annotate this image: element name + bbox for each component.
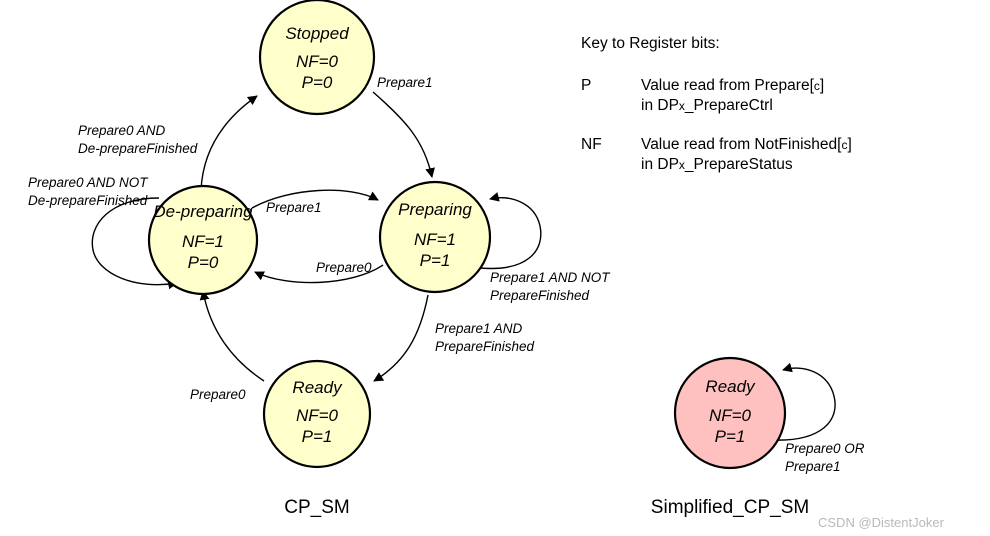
state-stopped-nf: NF=0 — [296, 52, 339, 71]
state-ready-simple-p: P=1 — [715, 427, 746, 446]
key-legend: Key to Register bits: P Value read from … — [581, 35, 852, 173]
state-ready-simple-nf: NF=0 — [709, 406, 752, 425]
state-stopped[interactable]: Stopped NF=0 P=0 — [258, 0, 376, 116]
edge-label-preparing-to-ready-line1: Prepare1 AND — [435, 321, 523, 336]
key-text-p-line2-a: in DP — [641, 97, 679, 114]
state-ready-nf: NF=0 — [296, 406, 339, 425]
key-text-p-line2-b: _PrepareCtrl — [684, 97, 773, 114]
state-preparing[interactable]: Preparing NF=1 P=1 — [378, 180, 492, 294]
watermark: CSDN @DistentJoker — [818, 515, 945, 530]
state-ready-simple-name: Ready — [705, 377, 756, 396]
key-text-nf-line1-b: ] — [847, 136, 851, 153]
state-stopped-circle — [258, 0, 376, 116]
state-de-preparing-name: De-preparing — [153, 202, 253, 221]
transition-depreparing-to-stopped — [200, 95, 258, 191]
simplified-cp-sm-group: Ready NF=0 P=1 Prepare0 OR Prepare1 Simp… — [651, 356, 865, 518]
state-preparing-name: Preparing — [398, 200, 472, 219]
key-text-p-line1-b: ] — [820, 77, 824, 94]
key-text-nf-line2: in DPx_PrepareStatus — [641, 156, 793, 173]
state-de-preparing[interactable]: De-preparing NF=1 P=0 — [147, 184, 259, 296]
state-de-preparing-p: P=0 — [188, 253, 219, 272]
transition-depreparing-to-preparing — [251, 189, 379, 209]
edge-label-ready-simple-self-line2: Prepare1 — [785, 459, 841, 474]
transition-stopped-to-preparing — [372, 91, 435, 178]
state-ready-circle — [262, 359, 372, 469]
key-text-p-line1-a: Value read from Prepare[ — [641, 77, 815, 94]
key-text-p-line2-sub: x — [679, 99, 685, 113]
state-preparing-circle — [378, 180, 492, 294]
state-stopped-p: P=0 — [302, 73, 333, 92]
key-text-nf-line2-a: in DP — [641, 156, 679, 173]
edge-label-depreparing-to-stopped-line1: Prepare0 AND — [78, 123, 166, 138]
transition-ready-simple-self-loop — [771, 362, 836, 441]
key-text-nf-line1-sub: c — [841, 138, 847, 152]
transition-depreparing-self-loop — [91, 197, 178, 290]
state-ready-name: Ready — [292, 378, 343, 397]
edge-label-preparing-to-ready-line2: PrepareFinished — [435, 339, 535, 354]
key-text-p-line2: in DPx_PrepareCtrl — [641, 97, 773, 114]
key-text-nf-line2-sub: x — [679, 158, 685, 172]
edge-label-preparing-to-depreparing: Prepare0 — [316, 260, 372, 275]
state-preparing-p: P=1 — [420, 251, 451, 270]
state-de-preparing-nf: NF=1 — [182, 232, 224, 251]
key-text-p-line1: Value read from Prepare[c] — [641, 77, 824, 94]
state-ready-p: P=1 — [302, 427, 333, 446]
key-text-p-line1-sub: c — [814, 79, 820, 93]
state-preparing-nf: NF=1 — [414, 230, 456, 249]
edge-label-depreparing-to-preparing: Prepare1 — [266, 200, 322, 215]
key-symbol-p: P — [581, 77, 591, 94]
edge-label-ready-simple-self-line1: Prepare0 OR — [785, 441, 865, 456]
state-de-preparing-circle — [147, 184, 259, 296]
state-ready[interactable]: Ready NF=0 P=1 — [262, 359, 372, 469]
edge-label-depreparing-self-line1: Prepare0 AND NOT — [28, 175, 149, 190]
state-ready-simple-circle — [673, 356, 787, 470]
edge-label-preparing-self-line2: PrepareFinished — [490, 288, 590, 303]
cp-sm-group: Stopped NF=0 P=0 De-preparing NF=1 P=0 P… — [28, 0, 611, 518]
edge-label-preparing-self-line1: Prepare1 AND NOT — [490, 270, 611, 285]
caption-simplified-cp-sm: Simplified_CP_SM — [651, 497, 809, 518]
state-stopped-name: Stopped — [285, 24, 349, 43]
edge-label-depreparing-to-stopped-line2: De-prepareFinished — [78, 141, 198, 156]
key-symbol-nf: NF — [581, 136, 602, 153]
key-heading: Key to Register bits: — [581, 35, 720, 52]
transition-preparing-self-loop — [479, 192, 542, 270]
transition-preparing-to-ready — [373, 294, 429, 382]
edge-label-ready-to-depreparing: Prepare0 — [190, 387, 246, 402]
edge-label-depreparing-self-line2: De-prepareFinished — [28, 193, 148, 208]
transition-preparing-to-depreparing — [254, 264, 384, 284]
edge-label-stopped-to-preparing: Prepare1 — [377, 75, 433, 90]
transition-ready-to-depreparing — [199, 290, 265, 382]
key-text-nf-line1-a: Value read from NotFinished[ — [641, 136, 842, 153]
caption-cp-sm: CP_SM — [284, 497, 349, 518]
state-ready-simple[interactable]: Ready NF=0 P=1 — [673, 356, 787, 470]
key-text-nf-line1: Value read from NotFinished[c] — [641, 136, 852, 153]
key-text-nf-line2-b: _PrepareStatus — [684, 156, 793, 173]
